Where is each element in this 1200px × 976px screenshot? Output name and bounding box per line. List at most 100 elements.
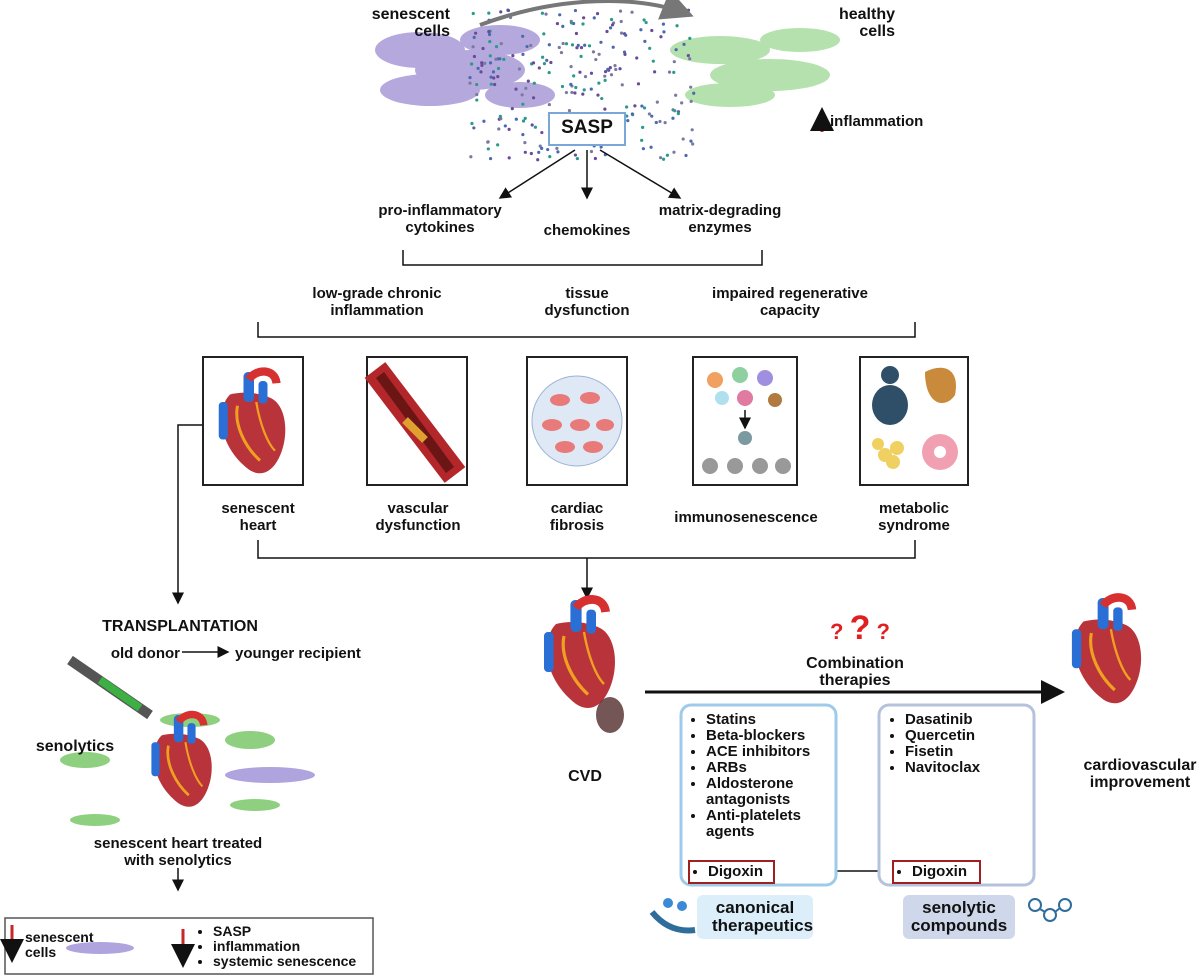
sasp-particle (686, 53, 690, 58)
cardiac-fibrosis-icon (531, 375, 623, 467)
sasp-particle (521, 34, 525, 38)
sasp-particle (603, 107, 607, 111)
sasp-particle (486, 140, 490, 144)
canonical-item: ACE inhibitors (706, 744, 851, 760)
sasp-particle (470, 62, 474, 66)
sasp-particle (688, 57, 692, 61)
sasp-particle (499, 10, 503, 14)
sasp-particle (689, 99, 693, 103)
sasp-particle (544, 12, 548, 16)
sasp-particle (692, 91, 696, 95)
sasp-particle (630, 10, 634, 14)
senolytic-item: Fisetin (905, 744, 980, 760)
sasp-particle (547, 43, 551, 47)
sasp-particle (496, 143, 500, 147)
sasp-particle (597, 52, 601, 56)
sasp-label: SASP (561, 117, 613, 138)
senolytic-digoxin: Digoxin (912, 864, 967, 880)
sasp-particle (688, 36, 692, 40)
sasp-particle (659, 35, 663, 39)
sasp-particle (556, 150, 560, 154)
sasp-particle (589, 71, 594, 75)
sasp-particle (468, 75, 472, 80)
sasp-particle (655, 100, 659, 104)
sasp-particle (661, 22, 666, 26)
sasp-particle (555, 21, 560, 26)
sasp-particle (549, 60, 553, 65)
sasp-particle (489, 82, 493, 86)
sasp-particle (642, 106, 647, 110)
sasp-particle (592, 16, 596, 20)
sasp-particle (583, 75, 588, 79)
sasp-particle (530, 123, 534, 127)
old-donor-label: old donor (110, 645, 180, 662)
sasp-particle (523, 141, 527, 145)
sasp-particle (684, 153, 688, 158)
sasp-particle (480, 61, 484, 65)
transfer-arrow (479, 0, 694, 27)
sasp-particle (488, 39, 492, 44)
sasp-particle (468, 81, 472, 85)
healthy-cells-label: healthy cells (838, 6, 895, 40)
sasp-particle (569, 64, 573, 69)
canonical-item: ARBs (706, 760, 851, 776)
sasp-particle (503, 124, 507, 128)
sasp-particle (529, 43, 533, 48)
sasp-particle (546, 147, 550, 152)
treated-heart-label: senescent heart treated with senolytics (93, 835, 263, 869)
condition-label: senescent heart (221, 500, 295, 534)
sasp-particle (475, 82, 479, 87)
sasp-particle (675, 24, 679, 28)
sasp-particle (672, 150, 676, 154)
sasp-particle (492, 76, 496, 80)
sasp-particle (488, 54, 492, 58)
sasp-particle (671, 108, 675, 112)
sasp-particle (596, 93, 600, 97)
sasp-particle (642, 18, 646, 22)
canonical-digoxin-highlight: Digoxin (688, 860, 775, 884)
sasp-particle (536, 158, 540, 162)
sasp-particle (640, 138, 644, 142)
sasp-particle (623, 52, 627, 56)
sasp-particle (559, 50, 564, 55)
sasp-particle (569, 82, 573, 86)
sasp-particle (620, 83, 624, 87)
sasp-particle (475, 92, 479, 97)
sasp-particle (494, 44, 499, 49)
sasp-particle (662, 30, 666, 34)
sasp-particle (608, 66, 612, 70)
sasp-particle (560, 84, 565, 89)
canonical-list: Statins Beta-blockers ACE inhibitors ARB… (688, 712, 851, 840)
sasp-particle (574, 31, 579, 36)
sasp-particle (488, 61, 493, 65)
sasp-particle (618, 67, 622, 71)
senolytic-item: Quercetin (905, 728, 980, 744)
bracket-2 (257, 322, 916, 338)
sasp-particle (674, 93, 678, 97)
senolytic-list: Dasatinib Quercetin Fisetin Navitoclax (887, 712, 980, 776)
sasp-particle (521, 52, 525, 57)
sasp-particle (570, 43, 575, 47)
sasp-particle (472, 54, 477, 59)
sasp-particle (609, 17, 614, 22)
canonical-item: Anti-platelets agents (706, 808, 851, 840)
sasp-particle (482, 119, 486, 123)
sasp-particle (529, 151, 533, 156)
sasp-particle (521, 102, 525, 106)
sasp-particle (610, 23, 615, 27)
sasp-particle (521, 119, 526, 123)
sasp-particle (532, 81, 536, 85)
sasp-particle (613, 63, 617, 68)
sasp-particle (537, 150, 541, 154)
sasp-particle (502, 57, 506, 61)
sasp-particle (619, 19, 623, 24)
sasp-particle (672, 60, 676, 64)
sasp-particle (686, 8, 691, 12)
sasp-particle (523, 116, 527, 120)
sasp-particle (643, 39, 647, 43)
sasp-particle (557, 45, 561, 50)
sasp-particle (496, 66, 501, 71)
sasp-particle (487, 32, 492, 37)
sasp-particle (561, 41, 565, 46)
